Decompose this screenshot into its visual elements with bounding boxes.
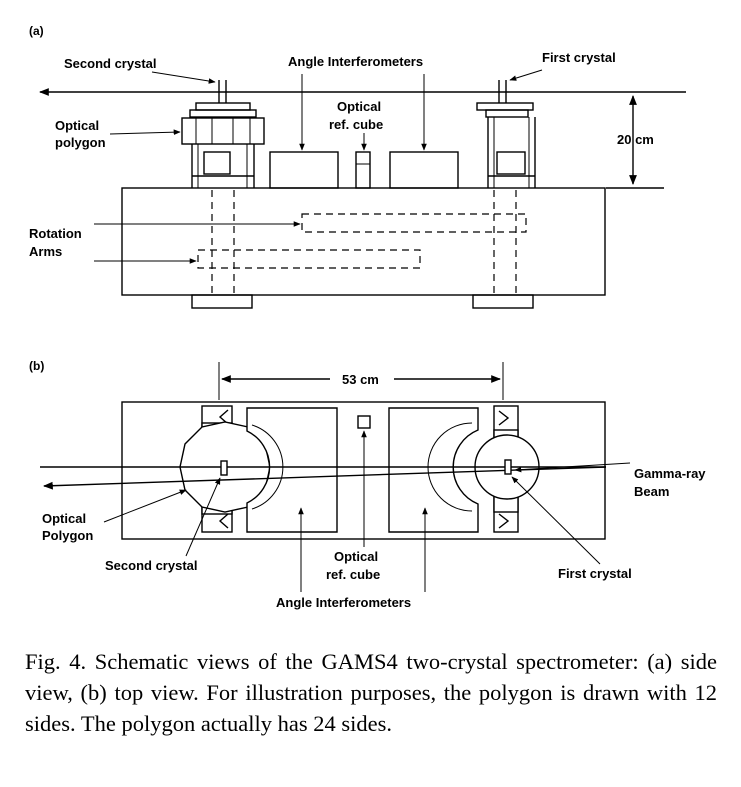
top-width-dimension: 53 cm (218, 362, 504, 400)
top-first-crystal-label: First crystal (558, 566, 632, 581)
top-width-label: 53 cm (342, 372, 379, 387)
side-first-crystal-label: First crystal (542, 50, 616, 65)
side-height-label: 20 cm (617, 132, 654, 147)
side-rotation-arms (197, 213, 527, 269)
top-angle-interferometers-label: Angle Interferometers (276, 595, 411, 610)
side-angle-interferometers-label: Angle Interferometers (288, 54, 423, 69)
side-base-block (121, 187, 606, 296)
side-second-crystal-label: Second crystal (64, 56, 157, 71)
side-ref-cube-label-1: Optical (337, 99, 381, 114)
figure-caption: Fig. 4. Schematic views of the GAMS4 two… (25, 649, 717, 736)
side-optical-ref-cube (355, 151, 371, 189)
side-height-dimension: 20 cm (606, 95, 664, 189)
side-left-foot (191, 294, 253, 309)
top-second-crystal (220, 460, 228, 476)
side-ref-cube-label-2: ref. cube (329, 117, 383, 132)
top-optical-polygon-label-1: Optical (42, 511, 86, 526)
side-optical-polygon (181, 117, 265, 145)
top-gamma-ray-label-1: Gamma-ray (634, 466, 706, 481)
top-optical-polygon-label-2: Polygon (42, 528, 93, 543)
side-view-panel: (a) (29, 24, 686, 309)
spectrometer-schematic: (a) (29, 24, 706, 610)
side-first-crystal-assembly (476, 80, 536, 188)
top-interferometer-left (246, 407, 338, 533)
top-interferometer-right (388, 407, 479, 533)
top-first-crystal (504, 459, 512, 475)
top-second-crystal-label: Second crystal (105, 558, 198, 573)
side-optical-polygon-label-1: Optical (55, 118, 99, 133)
side-optical-polygon-label-2: polygon (55, 135, 106, 150)
top-ref-cube-label-2: ref. cube (326, 567, 380, 582)
top-view-panel: (b) 53 cm (29, 359, 706, 610)
top-ref-cube-label-1: Optical (334, 549, 378, 564)
panel-b-label: (b) (29, 359, 44, 373)
side-rotation-axes (211, 190, 517, 295)
side-interferometer-right (389, 151, 459, 189)
top-gamma-ray-label-2: Beam (634, 484, 669, 499)
side-rotation-arms-label-1: Rotation (29, 226, 82, 241)
side-rotation-arms-label-2: Arms (29, 244, 62, 259)
side-second-crystal-assembly (181, 80, 265, 188)
panel-a-label: (a) (29, 24, 44, 38)
side-right-foot (472, 294, 534, 309)
side-interferometer-left (269, 151, 339, 189)
top-optical-ref-cube (357, 415, 371, 429)
